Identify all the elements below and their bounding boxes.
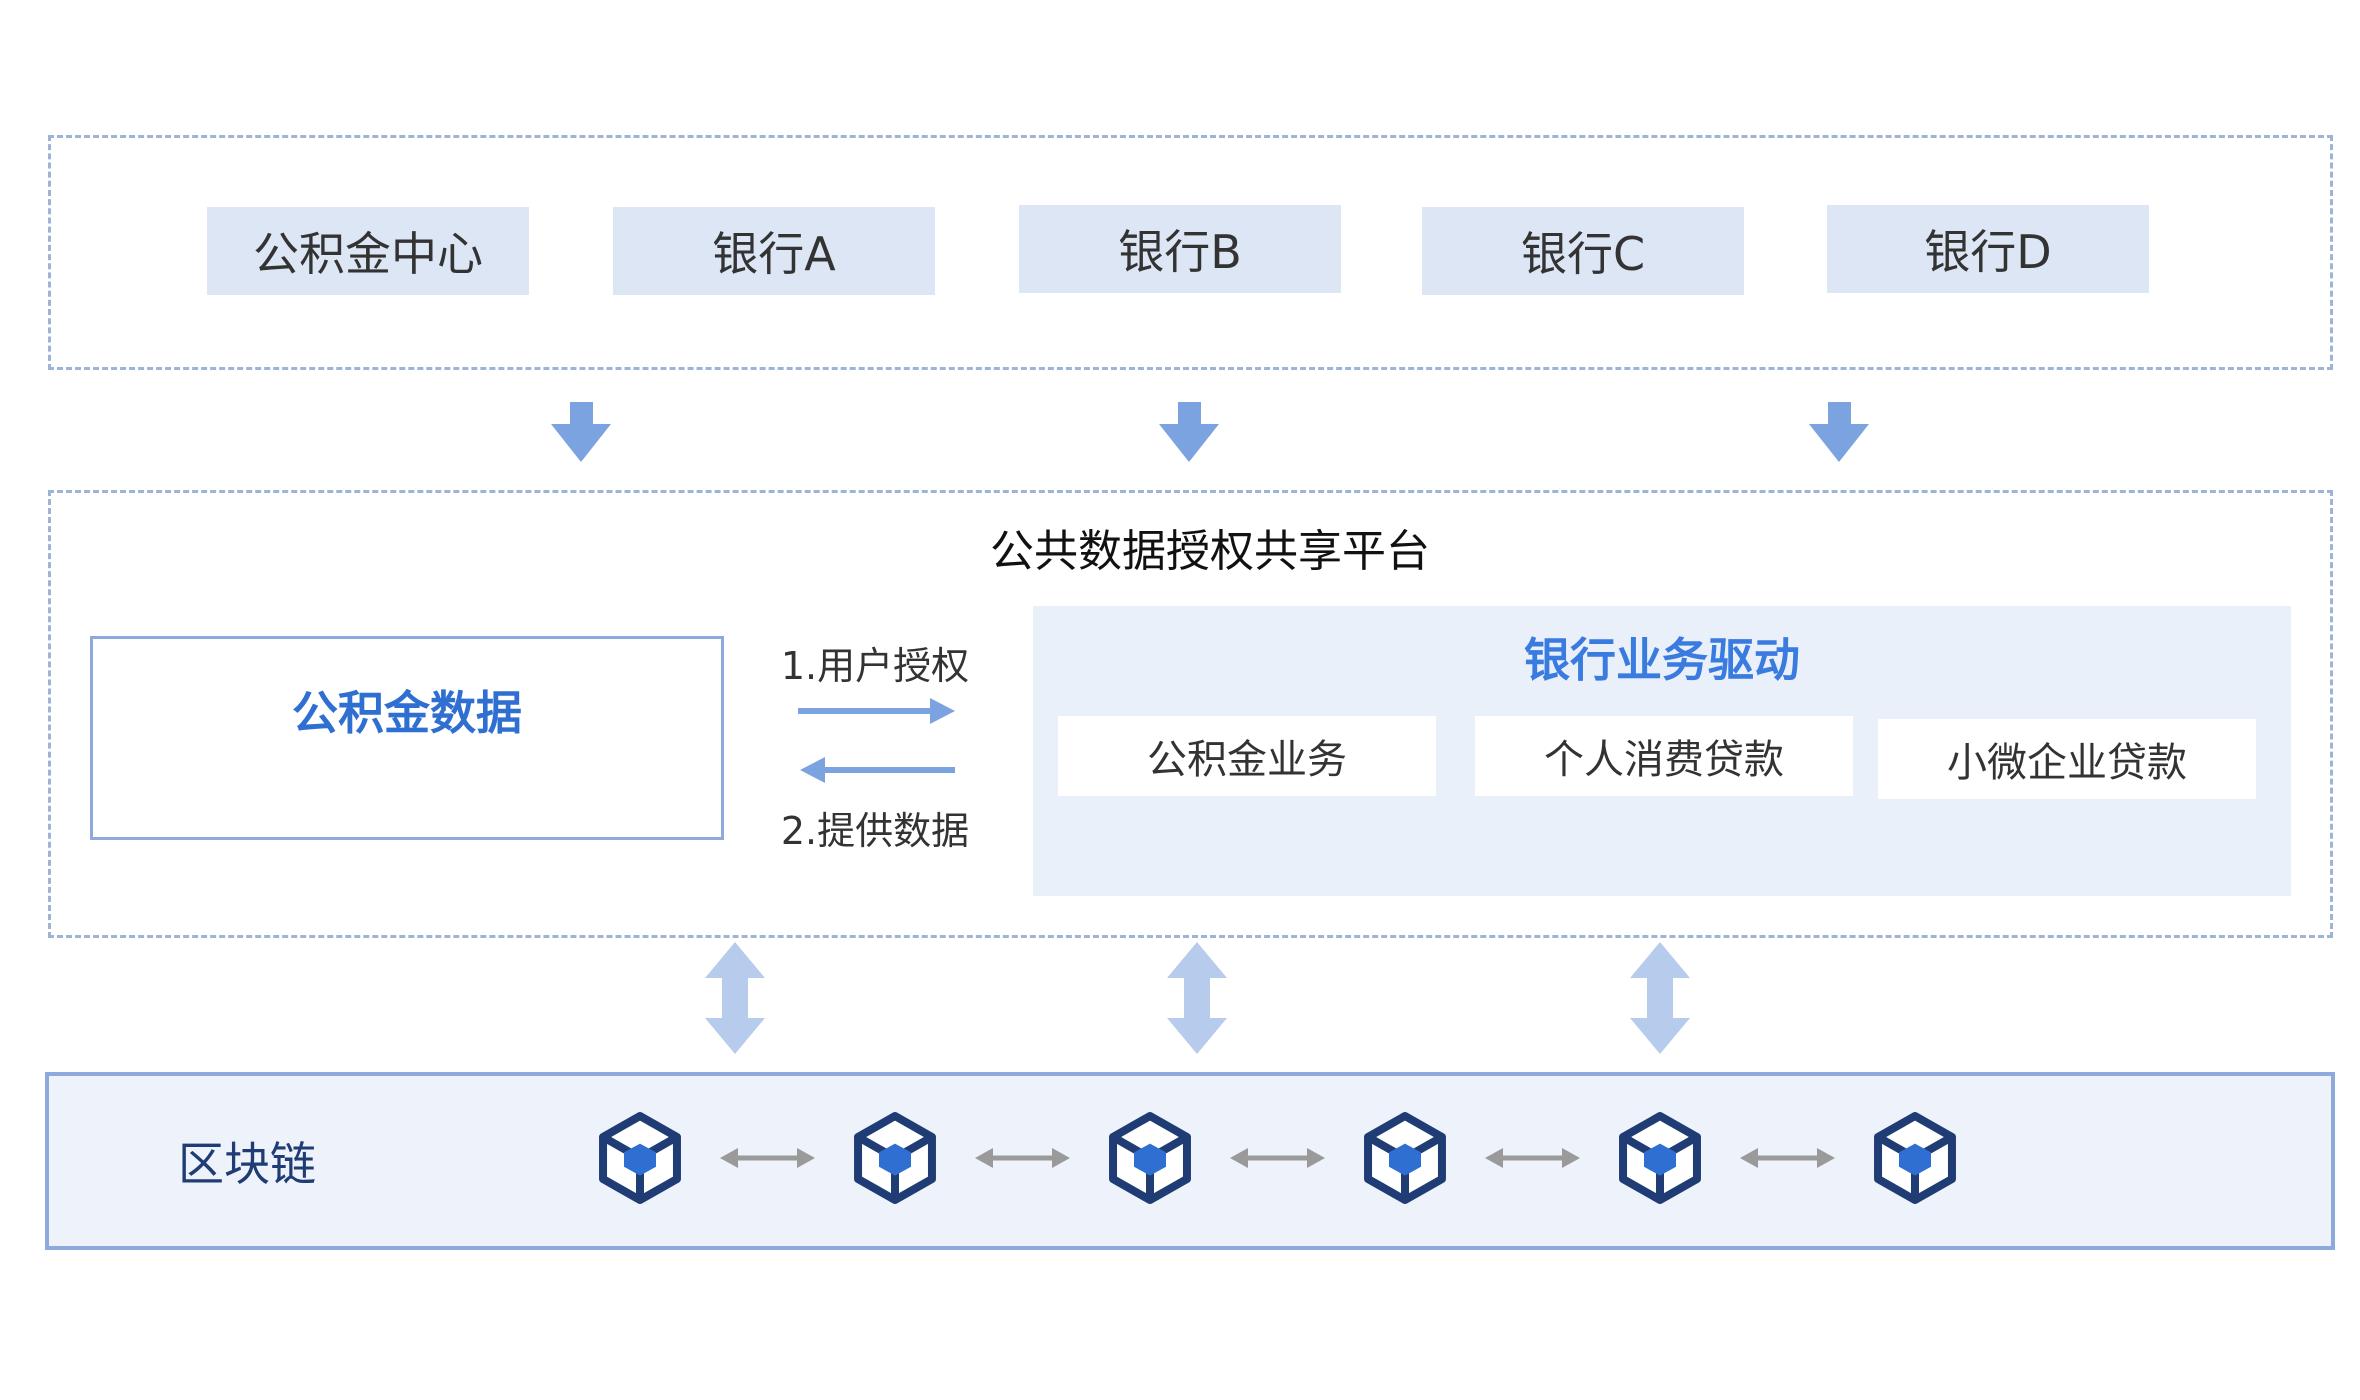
node-bank-d[interactable]: 银行D bbox=[1827, 205, 2149, 293]
biz-item-housing-fund[interactable]: 公积金业务 bbox=[1058, 716, 1436, 796]
platform-group bbox=[48, 490, 2333, 938]
vertical-double-arrow-icon bbox=[705, 942, 765, 1054]
node-housing-fund-center[interactable]: 公积金中心 bbox=[207, 207, 529, 295]
node-label: 银行C bbox=[1520, 227, 1646, 281]
chain-link-arrow-icon bbox=[1485, 1148, 1580, 1168]
vertical-double-arrow-icon bbox=[1167, 942, 1227, 1054]
node-label: 公积金中心 bbox=[253, 227, 483, 281]
down-arrow-shape bbox=[1809, 402, 1869, 462]
down-arrow-shape bbox=[551, 402, 611, 462]
node-label: 银行A bbox=[712, 227, 836, 281]
left-arrow-icon bbox=[800, 757, 955, 783]
flow-back-label: 2.提供数据 bbox=[780, 809, 970, 853]
participants-group bbox=[48, 135, 2333, 370]
chain-link-arrow-icon bbox=[975, 1148, 1070, 1168]
cube-icon bbox=[1109, 1112, 1191, 1204]
cube-icon bbox=[854, 1112, 936, 1204]
chain-layer bbox=[599, 1112, 1956, 1204]
housing-fund-data-label: 公积金数据 bbox=[292, 686, 522, 740]
right-arrow-icon bbox=[798, 698, 955, 724]
down-arrow-icon bbox=[551, 402, 611, 462]
biz-item-consumer-loan[interactable]: 个人消费贷款 bbox=[1475, 716, 1853, 796]
node-bank-a[interactable]: 银行A bbox=[613, 207, 935, 295]
biz-item-label: 公积金业务 bbox=[1147, 737, 1347, 783]
flow-forward-label: 1.用户授权 bbox=[780, 644, 970, 688]
housing-fund-data-box[interactable]: 公积金数据 bbox=[90, 636, 724, 840]
node-label: 银行B bbox=[1118, 225, 1242, 279]
platform-title: 公共数据授权共享平台 bbox=[990, 526, 1430, 577]
biz-item-label: 个人消费贷款 bbox=[1544, 737, 1784, 783]
biz-item-label: 小微企业贷款 bbox=[1947, 740, 2187, 786]
cube-icon bbox=[1364, 1112, 1446, 1204]
chain-link-arrow-icon bbox=[720, 1148, 815, 1168]
cube-icon bbox=[1874, 1112, 1956, 1204]
chain-link-arrow-icon bbox=[1740, 1148, 1835, 1168]
cube-icon bbox=[1619, 1112, 1701, 1204]
down-arrow-shape bbox=[1159, 402, 1219, 462]
down-arrow-icon bbox=[1809, 402, 1869, 462]
cube-icon bbox=[599, 1112, 681, 1204]
node-bank-c[interactable]: 银行C bbox=[1422, 207, 1744, 295]
bank-business-title: 银行业务驱动 bbox=[1524, 633, 1800, 687]
down-arrow-icon bbox=[1159, 402, 1219, 462]
node-bank-b[interactable]: 银行B bbox=[1019, 205, 1341, 293]
blockchain-label: 区块链 bbox=[178, 1137, 316, 1191]
node-label: 银行D bbox=[1924, 225, 2052, 279]
chain-link-arrow-icon bbox=[1230, 1148, 1325, 1168]
biz-item-smb-loan[interactable]: 小微企业贷款 bbox=[1878, 719, 2256, 799]
vertical-double-arrow-icon bbox=[1630, 942, 1690, 1054]
